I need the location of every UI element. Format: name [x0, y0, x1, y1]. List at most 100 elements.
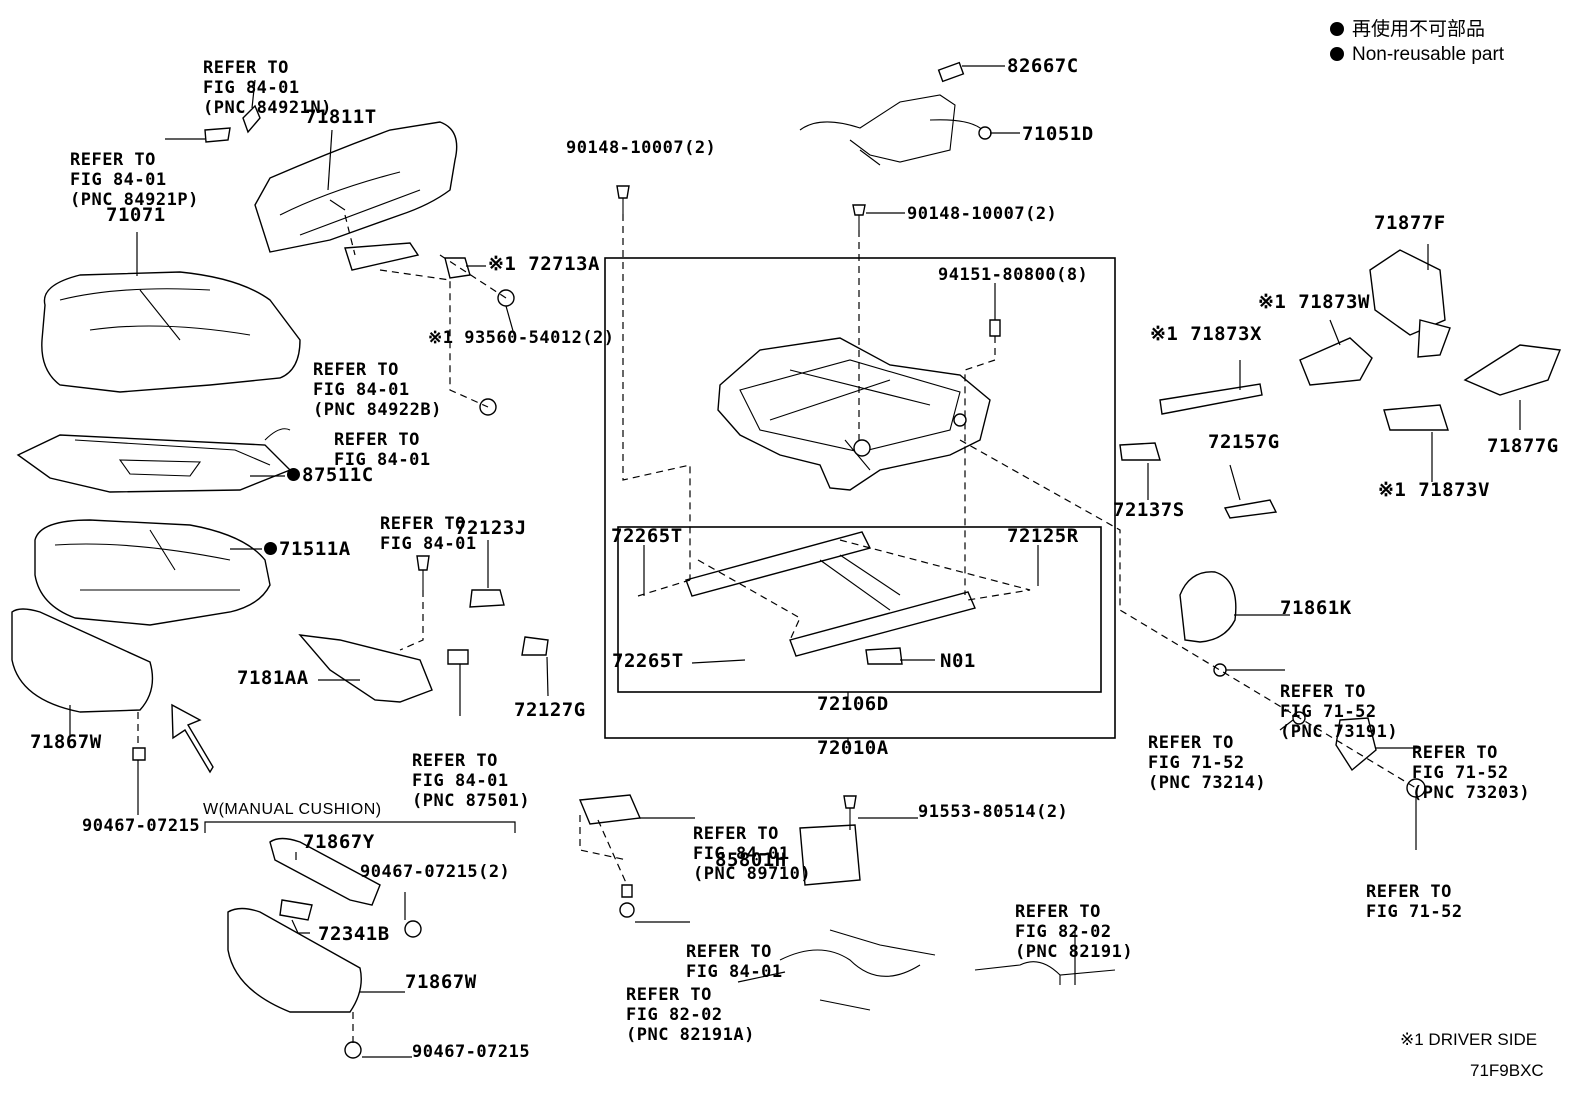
seat-adjuster-assembly-box [604, 257, 1116, 739]
part-71867W-b: 71867W [405, 971, 477, 993]
seat-track-subassembly-box [617, 526, 1102, 693]
legend-non-reusable-jp: 再使用不可部品 [1352, 19, 1486, 40]
refer-line: (PNC 82191) [1015, 942, 1134, 962]
part-72123J: 72123J [455, 517, 527, 539]
part-71877F: 71877F [1374, 212, 1446, 234]
refer-line: FIG 82-02 [1015, 922, 1112, 942]
part-71873V: ※1 71873V [1378, 479, 1490, 501]
part-71511A-text: 71511A [279, 538, 351, 560]
part-72713A: ※1 72713A [488, 253, 600, 275]
part-72341B: 72341B [318, 923, 390, 945]
front-direction-arrow [171, 703, 214, 774]
refer-line: FIG 84-01 [686, 962, 783, 982]
bracket-drawing [344, 242, 420, 271]
legend: 再使用不可部品 Non-reusable part [1330, 17, 1504, 67]
part-91553: 91553-80514(2) [918, 802, 1069, 822]
part-7181AA: 7181AA [237, 667, 309, 689]
refer-line: FIG 84-01 [70, 170, 167, 190]
refer-line: (PNC 73214) [1148, 773, 1267, 793]
part-71051D: 71051D [1022, 123, 1094, 145]
part-72265T-b: 72265T [612, 650, 684, 672]
refer-line: REFER TO [70, 150, 156, 170]
refer-line: (PNC 84922B) [313, 400, 442, 420]
refer-line: FIG 84-01 [334, 450, 431, 470]
refer-line: REFER TO [313, 360, 399, 380]
refer-line: FIG 71-52 [1280, 702, 1377, 722]
part-93560: ※1 93560-54012(2) [428, 328, 615, 348]
part-72157G: 72157G [1208, 431, 1280, 453]
part-71811T: 71811T [305, 106, 377, 128]
refer-line: REFER TO [203, 58, 289, 78]
refer-line: (PNC 73203) [1412, 783, 1531, 803]
fasteners [132, 185, 1426, 1059]
seat-cushion-shield-drawing [254, 121, 458, 253]
part-72137S: 72137S [1113, 499, 1185, 521]
part-72125R: 72125R [1007, 525, 1079, 547]
front-panel-manual-drawing [269, 837, 381, 906]
refer-line: REFER TO [1148, 733, 1234, 753]
seat-adjuster-frame-drawing [717, 337, 991, 491]
refer-line: FIG 84-01 [412, 771, 509, 791]
driver-side-note: ※1 DRIVER SIDE [1400, 1030, 1538, 1049]
leader-lines [69, 65, 1521, 1058]
refer-line: FIG 84-01 [380, 534, 477, 554]
refer-line: (PNC 82191A) [626, 1025, 755, 1045]
refer-line: REFER TO [686, 942, 772, 962]
part-71511A: 71511A [264, 539, 351, 559]
bullet-icon [1330, 22, 1344, 36]
dashed-connectors [137, 214, 1417, 1045]
part-71861K: 71861K [1280, 597, 1352, 619]
part-71873W: ※1 71873W [1258, 291, 1370, 313]
part-N01: N01 [940, 650, 976, 672]
refer-line: REFER TO [1366, 882, 1452, 902]
refer-line: REFER TO [693, 824, 779, 844]
refer-line: FIG 71-52 [1366, 902, 1463, 922]
refer-line: FIG 71-52 [1148, 753, 1245, 773]
part-82667C: 82667C [1007, 55, 1079, 77]
part-90467-a: 90467-07215 [82, 816, 201, 836]
refer-line: REFER TO [1015, 902, 1101, 922]
figure-code: 71F9BXC [1470, 1061, 1544, 1080]
part-87511C: 87511C [287, 465, 374, 485]
refer-line: FIG 84-01 [693, 844, 790, 864]
refer-line: (PNC 89710) [693, 864, 812, 884]
refer-line: FIG 84-01 [313, 380, 410, 400]
part-72106D: 72106D [817, 693, 889, 715]
part-94151: 94151-80800(8) [938, 265, 1089, 285]
refer-line: FIG 71-52 [1412, 763, 1509, 783]
refer-line: FIG 84-01 [203, 78, 300, 98]
part-90467-c: 90467-07215 [412, 1042, 531, 1062]
refer-line: REFER TO [626, 985, 712, 1005]
legend-non-reusable-en: Non-reusable part [1352, 44, 1505, 65]
part-71877G: 71877G [1487, 435, 1559, 457]
part-90467-b: 90467-07215(2) [360, 862, 511, 882]
seat-heater-drawing [16, 434, 292, 493]
part-72127G: 72127G [514, 699, 586, 721]
part-72010A: 72010A [817, 737, 889, 759]
refer-line: REFER TO [1412, 743, 1498, 763]
seat-cushion-cover-drawing [41, 271, 301, 393]
bullet-icon [1330, 47, 1344, 61]
refer-line: REFER TO [334, 430, 420, 450]
part-72265T-a: 72265T [611, 525, 683, 547]
refer-line: REFER TO [1280, 682, 1366, 702]
refer-line: REFER TO [412, 751, 498, 771]
part-71071: 71071 [106, 204, 166, 226]
seat-track-rail-drawing [685, 531, 872, 597]
front-cover-panel-drawing [11, 608, 154, 713]
part-85801H: 85801H [715, 849, 787, 871]
refer-line: (PNC 84921N) [203, 98, 332, 118]
